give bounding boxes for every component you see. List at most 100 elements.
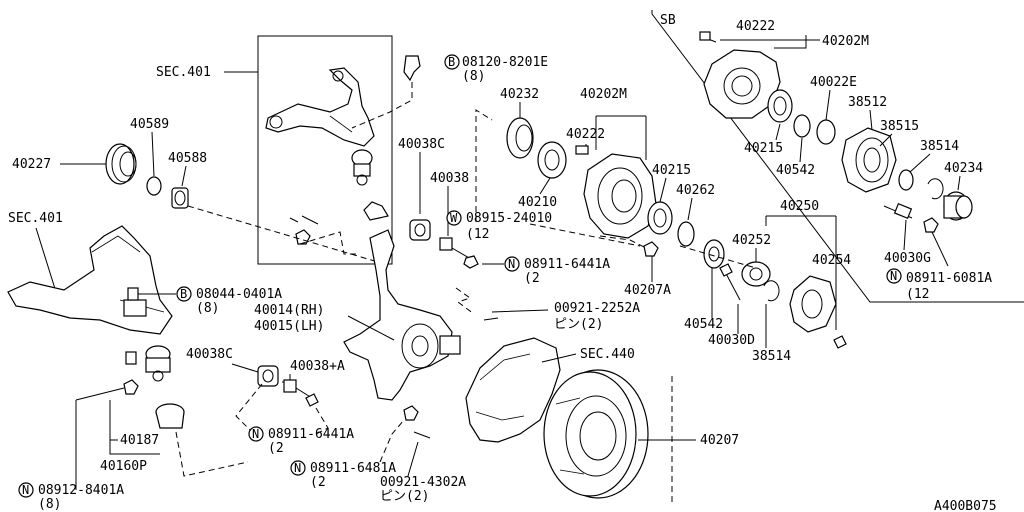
part-40210-label: 40210 [518,195,557,210]
part-40015-label: 40015(LH) [254,319,324,334]
dust-shield [465,337,561,443]
upper-ball-joint [351,149,373,186]
part-40252-label: 40252 [732,233,771,248]
boot-40187 [155,403,185,429]
spacer-40038c-low [257,365,279,387]
nut-08911-6081a-qty: (12 [906,287,929,302]
part-40038-label: 40038 [430,171,469,186]
bolt-40038a [283,379,319,407]
part-40187-label: 40187 [120,433,159,448]
pin-2252a-label: ピン(2) [554,317,603,332]
snap-ring-38514 [763,280,780,302]
washer-08915-24010-qty: (12 [466,227,489,242]
part-40222-top-label: 40222 [736,19,775,34]
bolt-08120-8201e-qty: (8) [462,69,485,84]
part-40022e-label: 40022E [810,75,857,90]
bolt-08044-0401a-label: 08044-0401A [196,287,282,302]
part-00921-2252a-label: 00921-2252A [554,301,640,316]
sb-nut-icon [923,217,939,233]
upper-link-inset: SEC.401 [156,35,393,265]
part-38514-right-label: 38514 [920,139,959,154]
sb-bearing-40215 [767,89,793,123]
bolt-symbol-letter: B [448,55,455,69]
part-40215-right-label: 40215 [744,141,783,156]
part-40030d-label: 40030D [708,333,755,348]
nut-08911-6441a-mid-label: 08911-6441A [524,257,610,272]
nut-08911-6081a-label: 08911-6081A [906,271,992,286]
nut-08911-6481a-label: 08911-6481A [310,461,396,476]
free-hub-bolt-icon [833,335,847,349]
bushing-40588 [171,187,189,209]
lower-bolt-icon [127,287,139,301]
part-38514-mid-label: 38514 [752,349,791,364]
nut-08911-6441a-low-label: 08911-6441A [268,427,354,442]
bolt-08120-8201e [351,55,421,129]
nut-symbol-icon [886,268,902,284]
part-40038c-top-label: 40038C [398,137,445,152]
washer-symbol-letter: W [450,211,458,225]
sb-bolt-40030g [883,202,913,220]
sb-washer-40542 [793,114,811,138]
part-40030g-label: 40030G [884,251,931,266]
washer-08915-24010-label: 08915-24010 [466,211,552,226]
free-hub-40252 [741,261,771,287]
sb-snap-ring-38514 [898,169,914,191]
nut-symbol-icon-2 [18,482,34,498]
part-40202m-mid-label: 40202M [580,87,627,102]
part-40038a-label: 40038+A [290,359,345,374]
part-00921-4302a-label: 00921-4302A [380,475,466,490]
nut-symbol-icon-3 [504,256,520,272]
spacer-40038c-top [409,219,431,241]
upper-control-arm [265,67,375,147]
hub-40202m [583,153,657,239]
part-40542-mid-label: 40542 [684,317,723,332]
sb-label: SB [660,13,676,28]
part-40215-mid-label: 40215 [652,163,691,178]
part-40542-right-label: 40542 [776,163,815,178]
washer-40589 [146,176,162,196]
part-38515-label: 38515 [880,119,919,134]
bolt-40030d [719,263,741,301]
steering-knuckle [343,229,461,421]
bolt-symbol-letter-2: B [180,287,187,301]
part-40207a-label: 40207A [624,283,671,298]
bearing-40215 [647,201,673,235]
pin-4302a-label: ピン(2) [380,489,429,504]
lower-control-arm [7,225,173,335]
part-40254-label: 40254 [812,253,851,268]
part-40038c-low-label: 40038C [186,347,233,362]
nut-08912-8401a-qty: (8) [38,497,61,512]
part-40232-label: 40232 [500,87,539,102]
brake-rotor-40207 [543,369,649,499]
nut-symbol-letter: N [890,269,897,283]
boot-icon [363,201,389,221]
nut-symbol-icon-4 [248,426,264,442]
sec-401-left-label: SEC.401 [8,211,63,226]
part-38512-label: 38512 [848,95,887,110]
nut-symbol-letter-3: N [508,257,515,271]
part-40227-label: 40227 [12,157,51,172]
nut-08911-6441a-low-qty: (2 [268,441,284,456]
part-40588-label: 40588 [168,151,207,166]
seal-40232 [506,117,534,159]
part-40589-label: 40589 [130,117,169,132]
bolt-08120-8201e-label: 08120-8201E [462,55,548,70]
part-40014-label: 40014(RH) [254,303,324,318]
bolt-40038 [439,237,479,269]
sb-inset: SB 40222 40202M 40215 40542 40022E 38512 [651,10,1024,303]
hub-nut-icon [643,241,659,257]
part-40234-label: 40234 [944,161,983,176]
nut-symbol-letter-4: N [252,427,259,441]
sec-401-top-label: SEC.401 [156,65,211,80]
nut-symbol-letter-5: N [294,461,301,475]
nut-08912-8401a-label: 08912-8401A [38,483,124,498]
lower-ball-joint [125,345,171,382]
lower-nut-icon [123,379,139,395]
bolt-08044-0401a-qty: (8) [196,301,219,316]
part-40222-mid-label: 40222 [566,127,605,142]
nut-08911-6481a-qty: (2 [310,475,326,490]
sb-cap-40234 [943,191,973,221]
sec-440-label: SEC.440 [580,347,635,362]
part-40207-label: 40207 [700,433,739,448]
